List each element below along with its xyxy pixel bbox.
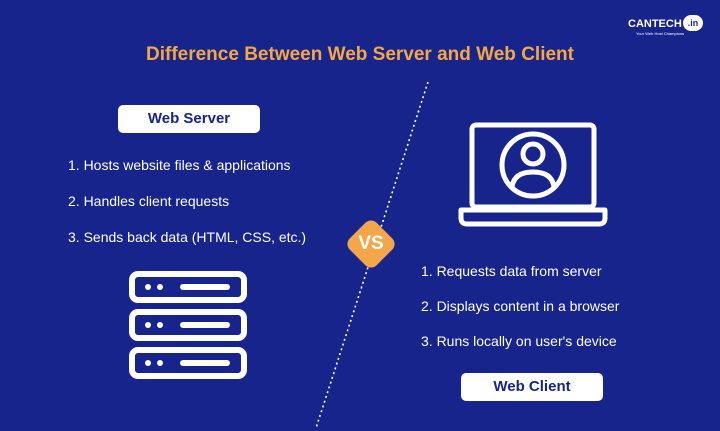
logo-tagline: Your Web Host Champions	[636, 31, 685, 36]
client-feature-3: 3. Runs locally on user's device	[421, 333, 617, 349]
brand-logo: CANTECH .in Your Web Host Champions	[628, 15, 708, 37]
logo-badge: .in	[683, 15, 703, 31]
web-server-label: Web Server	[118, 105, 260, 133]
client-feature-2: 2. Displays content in a browser	[421, 298, 620, 314]
server-feature-1: 1. Hosts website files & applications	[68, 157, 291, 173]
page-title: Difference Between Web Server and Web Cl…	[146, 44, 574, 65]
versus-text: VS	[358, 233, 384, 254]
server-feature-2: 2. Handles client requests	[68, 193, 230, 209]
logo-text: CANTECH	[628, 18, 682, 30]
versus-badge: VS	[344, 217, 398, 271]
server-features-list: 1. Hosts website files & applications 2.…	[68, 157, 358, 247]
server-rack-icon	[129, 271, 247, 379]
server-feature-3: 3. Sends back data (HTML, CSS, etc.)	[68, 229, 307, 245]
laptop-user-icon	[458, 122, 608, 227]
web-client-label: Web Client	[461, 373, 603, 401]
client-feature-1: 1. Requests data from server	[421, 263, 602, 279]
client-features-list: 1. Requests data from server 2. Displays…	[421, 263, 691, 353]
